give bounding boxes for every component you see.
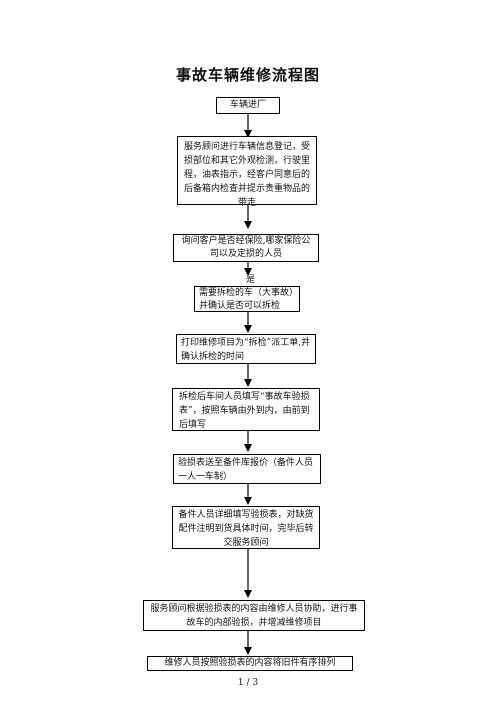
step-print-work-order: 打印维修项目为“拆检”派工单,并确认拆检的时间 <box>176 334 316 364</box>
step-internal-inspection: 服务顾问根据验损表的内容由维修人员协助，进行事故车的内部验损，并增减维修项目 <box>143 600 365 631</box>
step-insurance-inquiry: 询问客户是否经保险,哪家保险公司以及定损的人员 <box>173 234 319 262</box>
step-parts-quotation: 验损表送至备件库报价（备件人员一人一车制） <box>173 454 321 484</box>
step-disassembly-check: 需要拆检的车（大事故）并确认是否可以拆检 <box>194 286 300 312</box>
step-arrange-old-parts: 维修人员按照验损表的内容将旧件有序排列 <box>147 656 353 671</box>
page-number: 1 / 3 <box>237 678 259 688</box>
step-fill-damage-form: 拆检后车间人员填写“事故车验损表”，按照车辆由外到内，由前到后填写 <box>172 388 320 431</box>
page-title: 事故车辆维修流程图 <box>175 66 320 84</box>
yes-label: 是 <box>246 275 256 285</box>
step-vehicle-entry: 车辆进厂 <box>216 97 280 114</box>
step-parts-detail: 备件人员详细填写验损表，对缺货配件注明到货具体时间，完毕后转交服务顾问 <box>172 506 320 549</box>
step-vehicle-registration: 服务顾问进行车辆信息登记，受损部位和其它外观检测，行驶里程，油表指示，经客户同意… <box>177 136 317 208</box>
